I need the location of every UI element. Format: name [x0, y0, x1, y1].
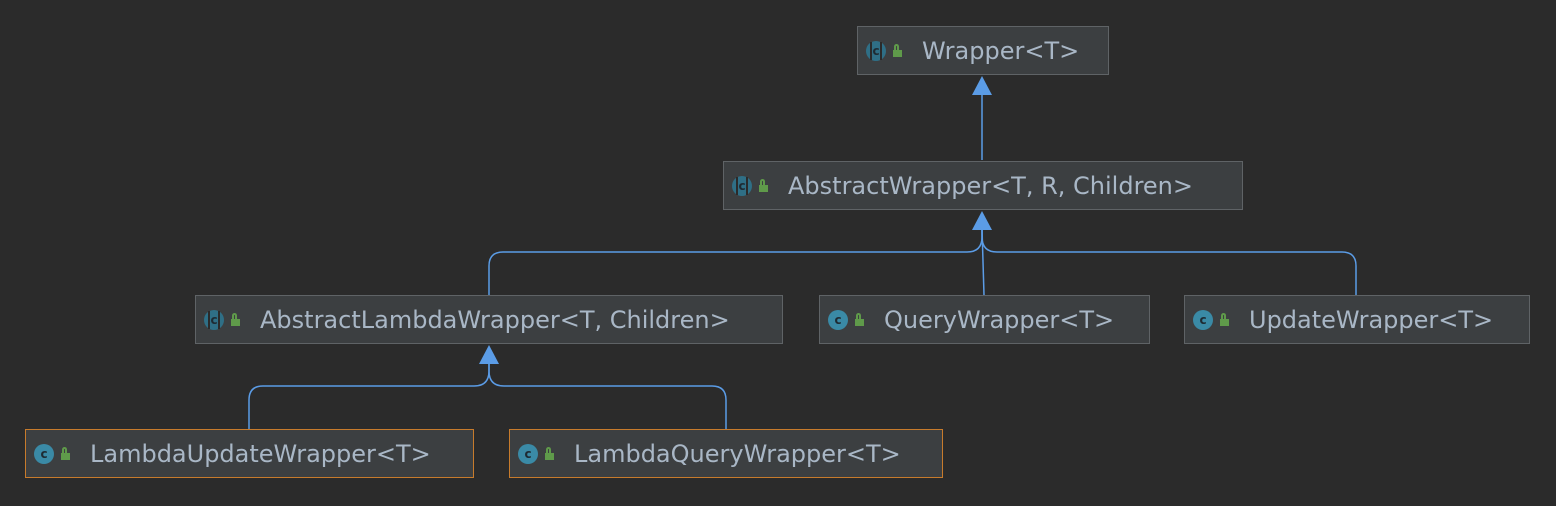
public-lock-icon — [545, 447, 554, 460]
node-abstract-wrapper[interactable]: c AbstractWrapper<T, R, Children> — [723, 161, 1243, 210]
class-icon: c — [34, 443, 54, 464]
class-icon: c — [518, 443, 538, 464]
node-label: Wrapper<T> — [922, 36, 1080, 65]
class-icon: c — [1193, 309, 1213, 330]
public-lock-icon — [893, 44, 902, 57]
arrowhead-abstract-lambda-wrapper — [479, 345, 499, 364]
node-label: QueryWrapper<T> — [884, 305, 1115, 334]
public-lock-icon — [759, 179, 768, 192]
edge-abstract-lambda-wrapper-to-abstract-wrapper — [488, 228, 983, 295]
node-wrapper[interactable]: c Wrapper<T> — [857, 26, 1109, 75]
public-lock-icon — [231, 313, 240, 326]
node-label: AbstractLambdaWrapper<T, Children> — [260, 305, 730, 334]
edge-lambda-query-wrapper-to-abstract-lambda-wrapper — [488, 362, 727, 429]
public-lock-icon — [855, 313, 864, 326]
node-label: LambdaUpdateWrapper<T> — [90, 439, 431, 468]
arrowhead-wrapper — [972, 76, 992, 95]
edge-lambda-update-wrapper-to-abstract-lambda-wrapper — [248, 362, 490, 429]
node-lambda-update-wrapper[interactable]: c LambdaUpdateWrapper<T> — [25, 429, 474, 478]
abstract-class-icon: c — [204, 309, 224, 330]
abstract-class-icon: c — [732, 175, 752, 196]
node-label: UpdateWrapper<T> — [1249, 305, 1494, 334]
node-update-wrapper[interactable]: c UpdateWrapper<T> — [1184, 295, 1530, 344]
node-lambda-query-wrapper[interactable]: c LambdaQueryWrapper<T> — [509, 429, 943, 478]
public-lock-icon — [61, 447, 70, 460]
node-query-wrapper[interactable]: c QueryWrapper<T> — [819, 295, 1150, 344]
arrowhead-abstract-wrapper — [972, 211, 992, 230]
node-abstract-lambda-wrapper[interactable]: c AbstractLambdaWrapper<T, Children> — [195, 295, 783, 344]
edge-update-wrapper-to-abstract-wrapper — [981, 228, 1357, 295]
abstract-class-icon: c — [866, 40, 886, 61]
node-label: AbstractWrapper<T, R, Children> — [788, 171, 1193, 200]
public-lock-icon — [1220, 313, 1229, 326]
node-label: LambdaQueryWrapper<T> — [574, 439, 901, 468]
class-icon: c — [828, 309, 848, 330]
